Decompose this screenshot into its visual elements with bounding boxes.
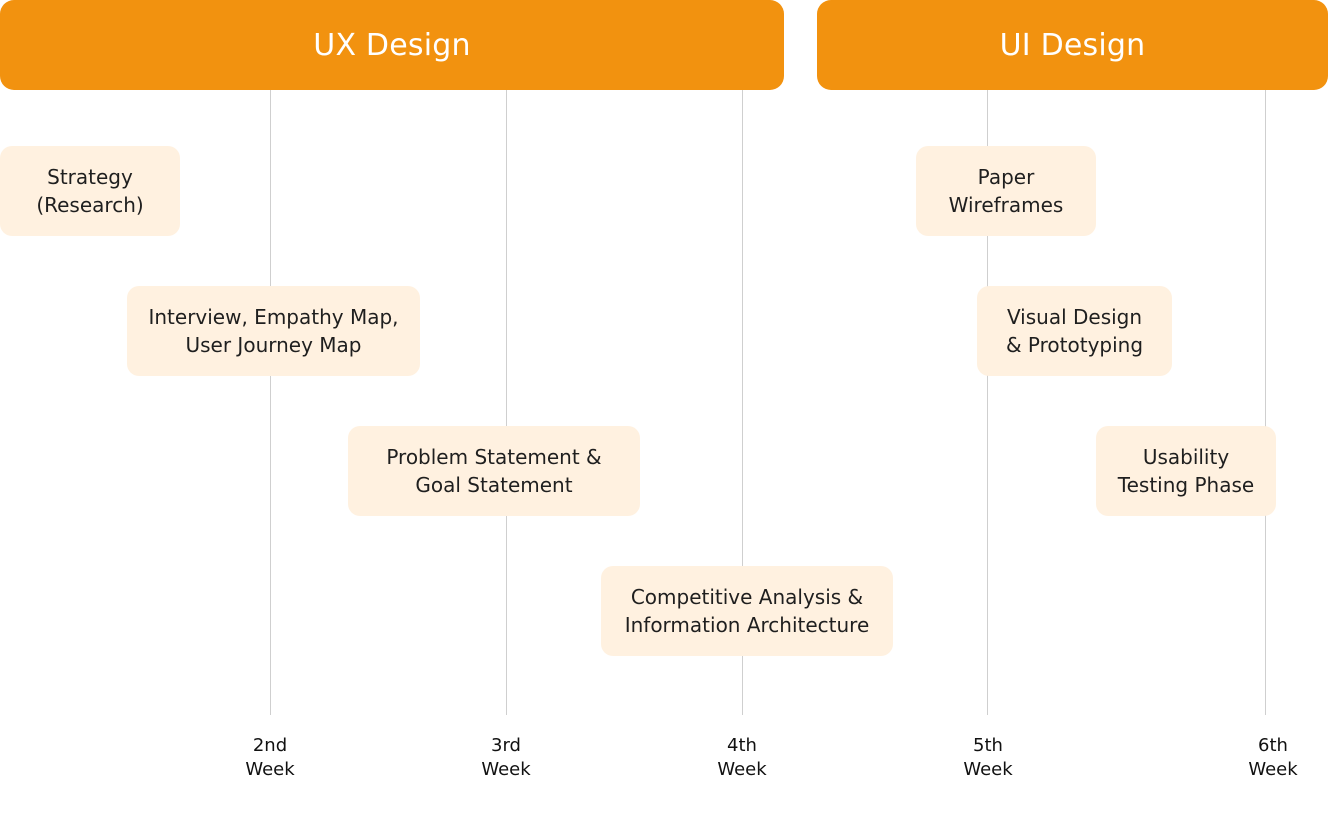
week-label-5: 5th Week bbox=[963, 735, 1013, 780]
phase-ui-design: UI Design bbox=[817, 0, 1328, 90]
task-visual-design: Visual Design & Prototyping bbox=[977, 286, 1172, 376]
task-interview-label: Interview, Empathy Map, User Journey Map bbox=[148, 305, 399, 357]
task-visual-label: Visual Design & Prototyping bbox=[1005, 305, 1144, 357]
task-strategy-label: Strategy (Research) bbox=[36, 165, 144, 217]
task-usability-testing: Usability Testing Phase bbox=[1096, 426, 1276, 516]
task-strategy: Strategy (Research) bbox=[0, 146, 180, 236]
week-label-4: 4th Week bbox=[717, 735, 767, 780]
week-label-3: 3rd Week bbox=[481, 735, 531, 780]
gridline-week-3 bbox=[506, 90, 507, 715]
week-label-2: 2nd Week bbox=[245, 735, 295, 780]
task-problem-statement: Problem Statement & Goal Statement bbox=[348, 426, 640, 516]
task-competitive-analysis: Competitive Analysis & Information Archi… bbox=[601, 566, 893, 656]
phase-ux-label: UX Design bbox=[313, 27, 471, 63]
task-paper-label: Paper Wireframes bbox=[948, 165, 1064, 217]
phase-ux-design: UX Design bbox=[0, 0, 784, 90]
task-paper-wireframes: Paper Wireframes bbox=[916, 146, 1096, 236]
gridline-week-4 bbox=[742, 90, 743, 715]
gridline-week-5 bbox=[987, 90, 988, 715]
phase-ui-label: UI Design bbox=[999, 27, 1146, 63]
gridline-week-2 bbox=[270, 90, 271, 715]
gridline-week-6 bbox=[1265, 90, 1266, 715]
week-label-6: 6th Week bbox=[1248, 735, 1298, 780]
task-problem-label: Problem Statement & Goal Statement bbox=[386, 445, 602, 497]
task-usability-label: Usability Testing Phase bbox=[1117, 445, 1255, 497]
task-interview: Interview, Empathy Map, User Journey Map bbox=[127, 286, 420, 376]
task-competitive-label: Competitive Analysis & Information Archi… bbox=[624, 585, 870, 637]
